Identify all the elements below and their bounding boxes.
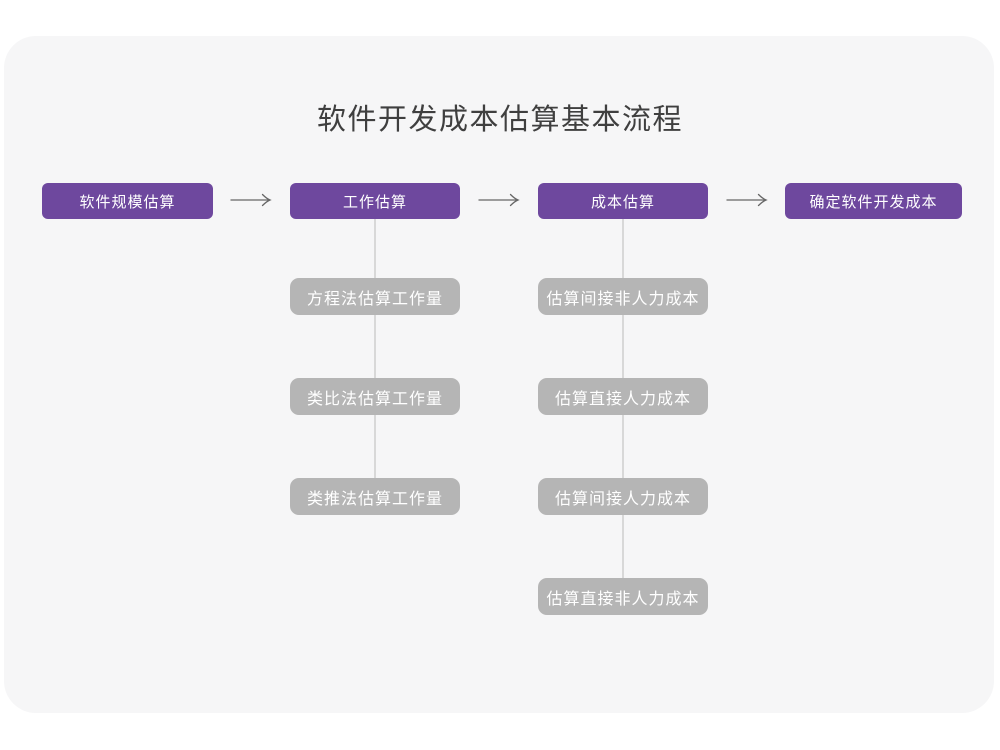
node-label: 估算间接人力成本 [554, 490, 691, 508]
node-work-estimation: 工作估算 [290, 183, 460, 219]
node-label: 方程法估算工作量 [306, 290, 443, 308]
node-label: 成本估算 [590, 193, 655, 211]
node-cost-estimation: 成本估算 [538, 183, 708, 219]
node-label: 类推法估算工作量 [306, 490, 443, 508]
node-label: 类比法估算工作量 [306, 390, 443, 408]
node-label: 估算直接非人力成本 [546, 590, 700, 608]
node-determine-development-cost: 确定软件开发成本 [785, 183, 962, 219]
node-label: 软件规模估算 [79, 193, 176, 211]
subnode-direct-labor-cost: 估算直接人力成本 [538, 378, 708, 415]
node-label: 估算直接人力成本 [554, 390, 691, 408]
arrow-right-icon [229, 192, 273, 208]
page-title: 软件开发成本估算基本流程 [316, 104, 683, 136]
node-label: 确定软件开发成本 [809, 193, 938, 211]
subnode-indirect-non-labor-cost: 估算间接非人力成本 [538, 278, 708, 315]
node-software-scale-estimation: 软件规模估算 [42, 183, 213, 219]
arrow-right-icon [477, 192, 521, 208]
arrow-right-icon [725, 192, 769, 208]
subnode-direct-non-labor-cost: 估算直接非人力成本 [538, 578, 708, 615]
node-label: 工作估算 [342, 193, 407, 211]
subnode-analogy-method: 类比法估算工作量 [290, 378, 460, 415]
connector-line-work-estimation [374, 219, 376, 497]
subnode-equation-method: 方程法估算工作量 [290, 278, 460, 315]
node-label: 估算间接非人力成本 [546, 290, 700, 308]
subnode-extrapolation-method: 类推法估算工作量 [290, 478, 460, 515]
subnode-indirect-labor-cost: 估算间接人力成本 [538, 478, 708, 515]
diagram-card [4, 36, 994, 713]
